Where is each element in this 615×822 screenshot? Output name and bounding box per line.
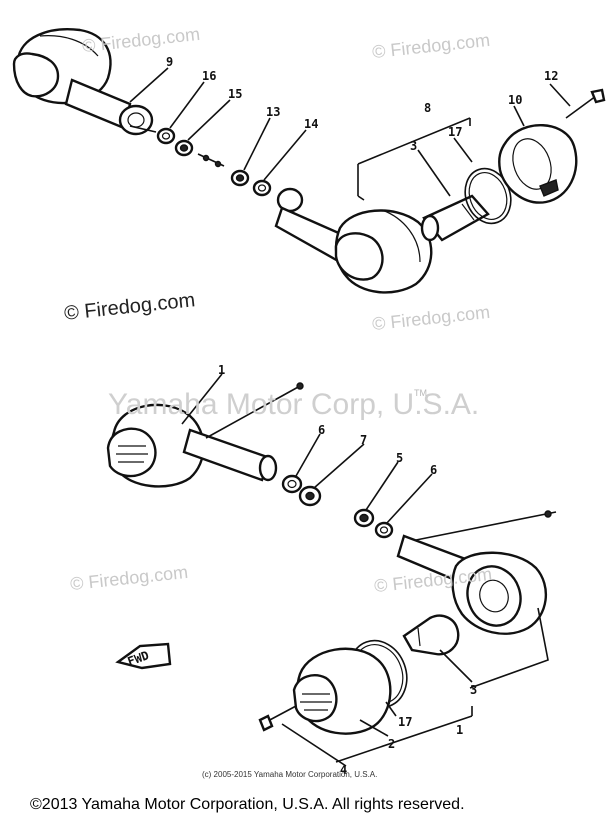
callout-10: 10 — [508, 93, 522, 107]
nut-5 — [353, 508, 375, 528]
callout-17-top: 17 — [448, 125, 462, 139]
footer-copyright: ©2013 Yamaha Motor Corporation, U.S.A. A… — [30, 796, 465, 813]
bulb-3-top — [420, 194, 490, 242]
nut-15 — [174, 139, 194, 157]
left-stem — [64, 78, 157, 136]
top-turn-signal-assembly — [12, 28, 606, 294]
small-copyright: (c) 2005-2015 Yamaha Motor Corporation, … — [202, 770, 378, 779]
washer-6b — [374, 521, 394, 539]
bracket-1-bottom — [335, 706, 473, 763]
left-stem-bottom — [182, 382, 304, 482]
callout-1-top: 1 — [218, 363, 225, 377]
washer-16 — [156, 127, 176, 145]
washer-14 — [252, 179, 272, 197]
watermark-yamaha: Yamaha Motor Corp, U.S.A. — [108, 388, 480, 421]
right-lamp-body-bottom — [451, 551, 548, 635]
callout-3-bottom: 3 — [470, 683, 477, 697]
nut-13 — [230, 169, 250, 187]
callout-6: 6 — [318, 423, 325, 437]
callout-13: 13 — [266, 105, 280, 119]
washer-6-bottom — [281, 474, 303, 494]
wire-connector — [197, 153, 225, 168]
callout-15: 15 — [228, 87, 242, 101]
bulb-3-bottom — [402, 614, 460, 656]
bracket-8-top — [357, 117, 471, 201]
callout-17-bottom: 17 — [398, 715, 412, 729]
forward-arrow-marker — [115, 642, 172, 670]
callout-numbers: 9 16 15 13 14 8 3 17 10 12 1 6 7 5 6 3 1… — [126, 55, 559, 777]
front-marker-label: FWD — [126, 648, 151, 669]
left-lamp-bottom — [106, 403, 205, 488]
callout-3-top: 3 — [410, 139, 417, 153]
callout-4: 4 — [340, 763, 347, 777]
lens-2 — [292, 647, 392, 735]
callout-16: 16 — [202, 69, 216, 83]
callout-9: 9 — [166, 55, 173, 69]
left-lamp-housing — [12, 28, 112, 105]
screw-4 — [258, 705, 297, 732]
callout-6b: 6 — [430, 463, 437, 477]
wire-lower — [415, 510, 557, 541]
callout-14: 14 — [304, 117, 318, 131]
bottom-turn-signal-assembly — [106, 382, 557, 763]
callout-8: 8 — [424, 101, 431, 115]
right-lamp-housing — [334, 209, 433, 294]
callout-1-bottom: 1 — [456, 723, 463, 737]
nut-7 — [298, 485, 322, 507]
lens-10 — [498, 124, 578, 204]
trademark-mark: TM — [414, 388, 427, 398]
callout-2: 2 — [388, 737, 395, 751]
callout-12: 12 — [544, 69, 558, 83]
callout-5: 5 — [396, 451, 403, 465]
bracket-1-right — [469, 607, 549, 689]
screw-12 — [565, 88, 606, 119]
callout-7: 7 — [360, 433, 367, 447]
callout-leaders — [129, 67, 571, 767]
